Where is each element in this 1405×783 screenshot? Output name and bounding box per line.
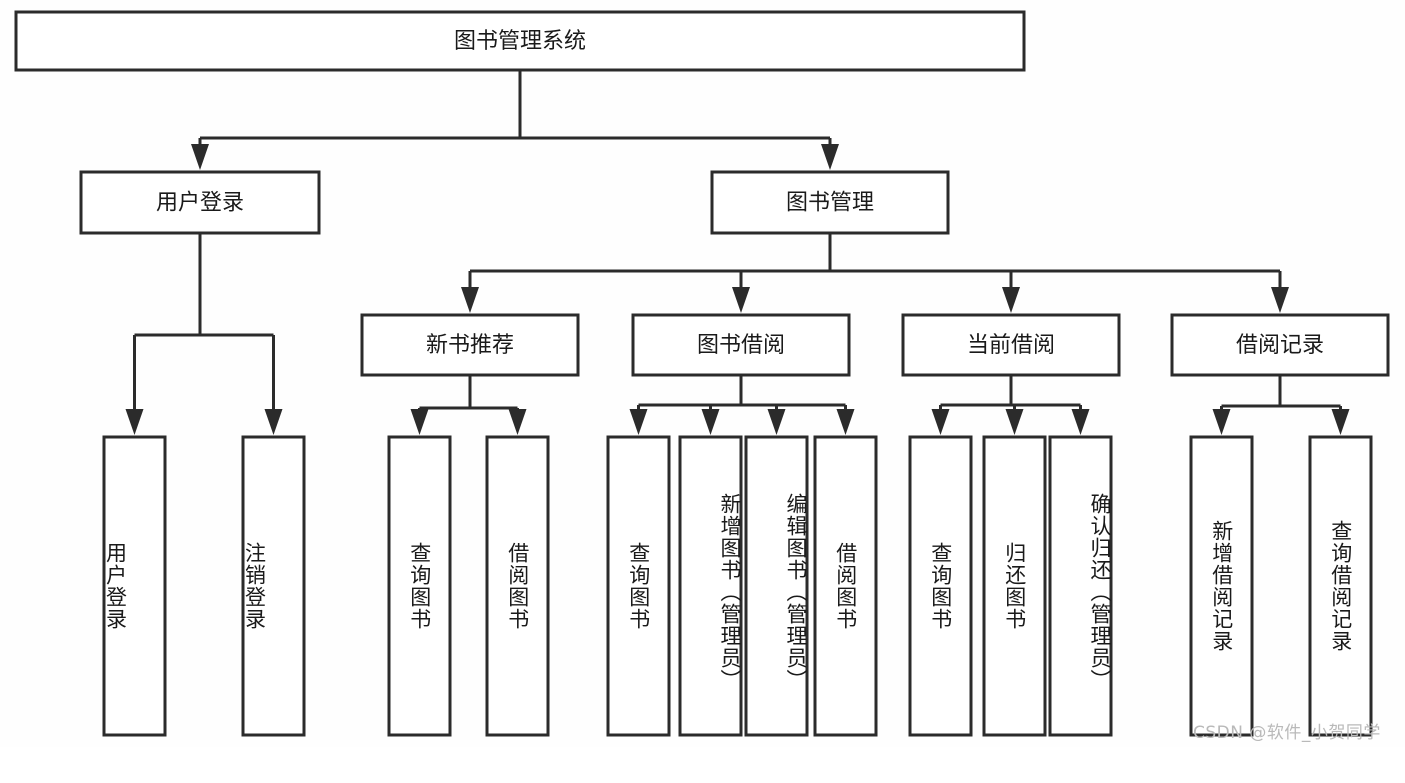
connector-layer bbox=[125, 70, 1350, 435]
node-label-current: 当前借阅 bbox=[967, 333, 1055, 358]
node-box-leaf-nb-query[interactable] bbox=[387, 435, 452, 737]
node-box-newbook[interactable] bbox=[360, 313, 580, 377]
arrow-head-leaf-rec-add bbox=[1212, 409, 1231, 435]
arrow-head-borrow bbox=[732, 287, 750, 313]
node-box-leaf-user-login[interactable] bbox=[102, 435, 167, 737]
node-box-leaf-bw-edit[interactable] bbox=[744, 435, 809, 737]
arrow-head-newbook bbox=[461, 287, 479, 313]
node-box-leaf-nb-borrow[interactable] bbox=[485, 435, 550, 737]
node-box-leaf-cur-return[interactable] bbox=[982, 435, 1047, 737]
node-box-leaf-bw-query[interactable] bbox=[606, 435, 671, 737]
node-box-leaf-rec-add[interactable] bbox=[1189, 435, 1254, 737]
node-box-leaf-cur-confirm[interactable] bbox=[1048, 435, 1113, 737]
arrow-head-leaf-rec-query bbox=[1331, 409, 1350, 435]
node-label-borrow: 图书借阅 bbox=[697, 333, 785, 358]
arrow-head-leaf-cur-confirm bbox=[1071, 409, 1090, 435]
arrow-head-leaf-bw-borrow bbox=[836, 409, 855, 435]
arrow-head-leaf-nb-borrow bbox=[508, 409, 527, 435]
node-box-leaf-user-logout[interactable] bbox=[241, 435, 306, 737]
node-label-login: 用户登录 bbox=[156, 191, 244, 216]
node-box-leaf-bw-add[interactable] bbox=[678, 435, 743, 737]
arrow-head-leaf-user-logout bbox=[264, 409, 283, 435]
arrow-head-login bbox=[191, 144, 209, 170]
arrow-head-leaf-nb-query bbox=[410, 409, 429, 435]
arrow-head-leaf-bw-edit bbox=[767, 409, 786, 435]
arrow-head-leaf-bw-add bbox=[701, 409, 720, 435]
arrow-head-bookmgmt bbox=[821, 144, 839, 170]
arrow-head-current bbox=[1002, 287, 1020, 313]
node-box-leaf-bw-borrow[interactable] bbox=[813, 435, 878, 737]
arrow-head-leaf-user-login bbox=[125, 409, 144, 435]
node-label-newbook: 新书推荐 bbox=[426, 333, 514, 358]
watermark-text: CSDN @软件_小贺同学 bbox=[1193, 723, 1381, 743]
node-box-leaf-cur-query[interactable] bbox=[908, 435, 973, 737]
node-box-bookmgmt[interactable] bbox=[710, 170, 950, 235]
arrow-head-leaf-cur-return bbox=[1005, 409, 1024, 435]
node-box-login[interactable] bbox=[79, 170, 321, 235]
arrow-head-record bbox=[1271, 287, 1289, 313]
node-box-layer bbox=[14, 10, 1390, 737]
diagram-canvas: 图书管理系统用户登录图书管理新书推荐图书借阅当前借阅借阅记录 用户登录注销登录查… bbox=[14, 10, 1390, 743]
node-label-record: 借阅记录 bbox=[1236, 333, 1324, 358]
node-label-bookmgmt: 图书管理 bbox=[786, 191, 874, 216]
node-box-record[interactable] bbox=[1170, 313, 1390, 377]
node-box-current[interactable] bbox=[901, 313, 1121, 377]
node-label-root: 图书管理系统 bbox=[454, 29, 586, 54]
arrow-head-leaf-bw-query bbox=[629, 409, 648, 435]
node-box-root[interactable] bbox=[14, 10, 1026, 72]
arrow-head-leaf-cur-query bbox=[931, 409, 950, 435]
node-box-leaf-rec-query[interactable] bbox=[1308, 435, 1373, 737]
node-box-borrow[interactable] bbox=[631, 313, 851, 377]
